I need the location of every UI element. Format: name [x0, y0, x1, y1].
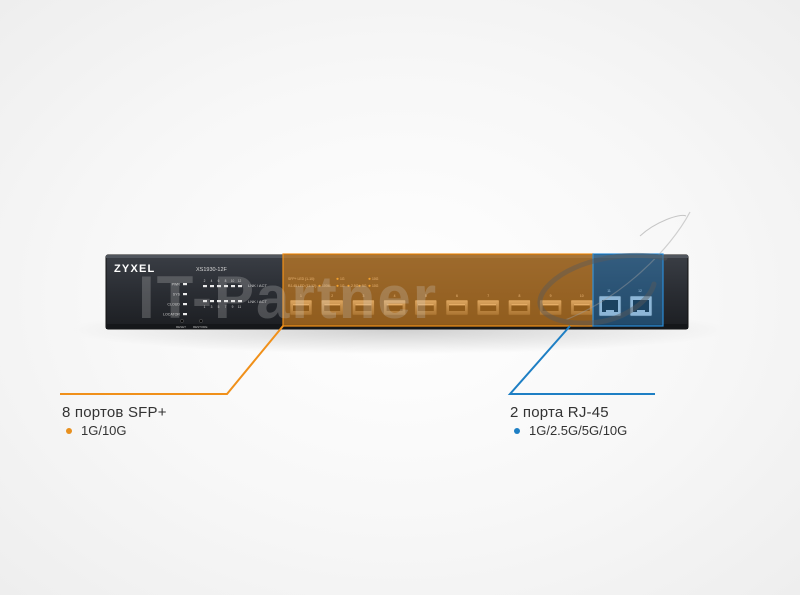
status-led-label: SYS [173, 293, 181, 297]
rj45-port-group: 11 12 [598, 289, 653, 317]
rj45-port-number: 12 [638, 289, 642, 293]
led-number-top: 4 [211, 279, 213, 283]
rj45-bullet-icon [514, 427, 520, 434]
led-number-bottom: 1 [204, 305, 206, 309]
sfp-callout: 8 портов SFP+ 1G/10G [62, 404, 167, 438]
rj45-callout-title: 2 порта RJ-45 [510, 404, 609, 421]
led-number-top: 10 [231, 279, 235, 283]
sfp-highlight-box [282, 253, 594, 327]
rj45-highlight-box [592, 253, 664, 327]
port-led [203, 300, 207, 303]
led-group-bottom-label: LNK / ACT [248, 299, 267, 304]
led-number-bottom: 7 [225, 305, 227, 309]
status-led [183, 283, 187, 286]
sfp-callout-spec-row: 1G/10G [62, 423, 167, 438]
port-led [224, 300, 228, 303]
rj45-port-socket [602, 300, 618, 312]
rj45-port-clip [637, 310, 645, 312]
led-group-top-label: LNK / ACT [248, 283, 267, 288]
port-led [210, 285, 214, 288]
led-number-top: 12 [238, 279, 242, 283]
port-led [231, 300, 235, 303]
sfp-callout-spec: 1G/10G [81, 423, 127, 438]
sfp-callout-title: 8 портов SFP+ [62, 404, 167, 421]
port-led [238, 300, 242, 303]
led-number-top: 8 [225, 279, 227, 283]
led-number-bottom: 11 [238, 305, 242, 309]
led-number-top: 2 [204, 279, 206, 283]
reset-button[interactable] [180, 319, 184, 323]
reset-label: RESET [176, 325, 186, 329]
status-led-panel: PWR SYS CLOUD LOCATOR [163, 283, 187, 317]
port-led [217, 300, 221, 303]
sfp-bullet-icon [66, 427, 72, 434]
status-led [183, 313, 187, 316]
model-label: XS1930-12F [196, 267, 228, 273]
brand-logo: ZYXEL [114, 263, 155, 275]
status-led-label: LOCATOR [163, 313, 180, 317]
port-led [238, 285, 242, 288]
rj45-callout-line [507, 325, 655, 395]
rj45-port-socket [633, 300, 649, 312]
restore-button[interactable] [199, 319, 203, 323]
restore-label: RESTORE [193, 325, 207, 329]
port-led [203, 285, 207, 288]
status-led-label: CLOUD [167, 303, 180, 307]
led-number-bottom: 5 [218, 305, 220, 309]
watermark-text: IT-Partner [138, 264, 438, 331]
port-led [210, 300, 214, 303]
rj45-port-number: 11 [607, 289, 611, 293]
port-led [231, 285, 235, 288]
port-led [224, 285, 228, 288]
status-led [183, 303, 187, 306]
status-led-label: PWR [172, 283, 181, 287]
sfp-callout-line [60, 325, 284, 395]
rj45-callout-spec: 1G/2.5G/5G/10G [529, 423, 628, 438]
led-number-bottom: 3 [211, 305, 213, 309]
status-led [183, 293, 187, 296]
led-number-top: 6 [218, 279, 220, 283]
rj45-port-clip [606, 310, 614, 312]
rj45-callout-spec-row: 1G/2.5G/5G/10G [510, 423, 627, 438]
led-number-bottom: 9 [232, 305, 234, 309]
rj45-callout: 2 порта RJ-45 1G/2.5G/5G/10G [510, 404, 627, 438]
port-led [217, 285, 221, 288]
watermark-logo: IT-Partner [138, 211, 691, 331]
